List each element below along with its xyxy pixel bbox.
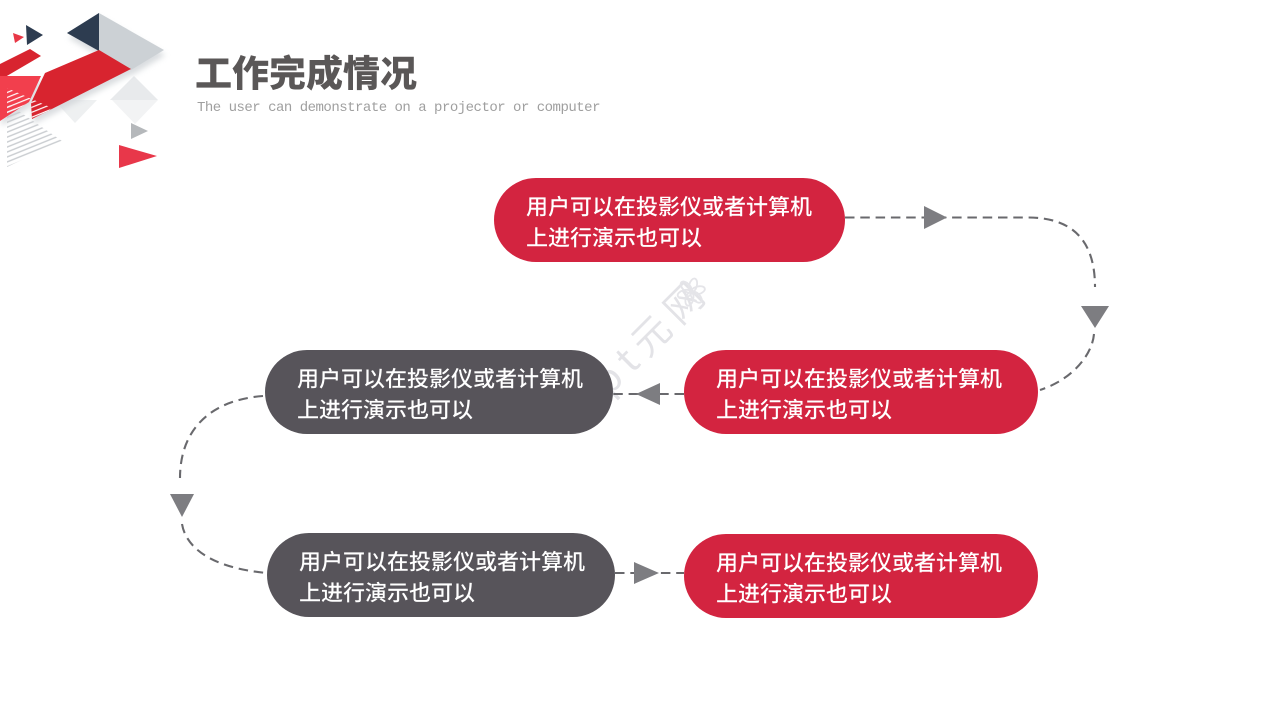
svg-text:The user can demonstrate on a: The user can demonstrate on a projector … [197,100,600,116]
